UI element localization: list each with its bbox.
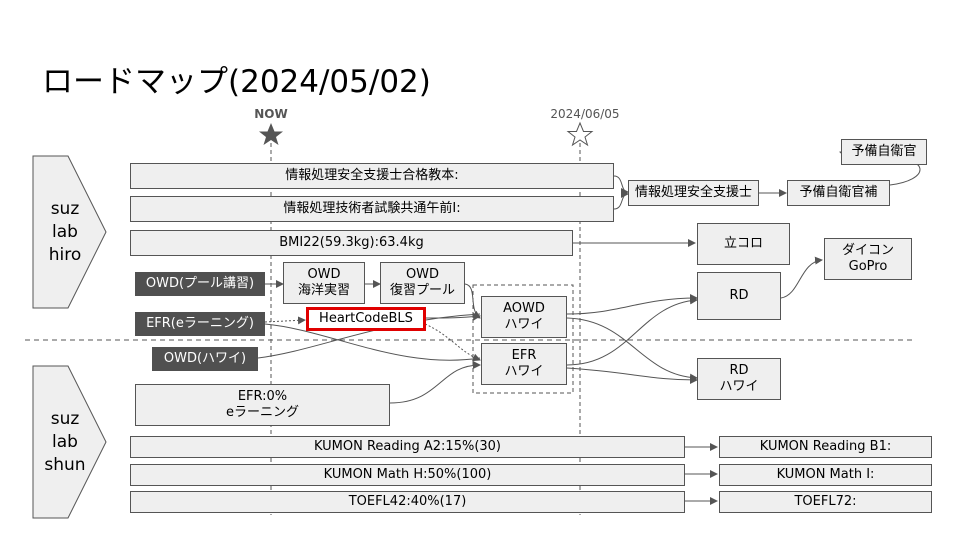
tatekoro-box: 立コロ	[697, 223, 790, 265]
kumon-math-i-box: KUMON Math I:	[719, 464, 932, 486]
owd-fukushu-box: OWD 復習プール	[380, 262, 465, 304]
rd-hawaii-box: RD ハワイ	[697, 358, 781, 400]
target-date-label: 2024/06/05	[550, 107, 620, 121]
efr-hawaii-box: EFR ハワイ	[481, 343, 567, 385]
joho-shienshi-box: 情報処理安全支援士	[628, 180, 759, 206]
kumon-reading-a2-box: KUMON Reading A2:15%(30)	[130, 436, 685, 458]
target-star-icon	[566, 121, 594, 147]
toefl42-box: TOEFL42:40%(17)	[130, 491, 685, 513]
rd-box: RD	[697, 272, 781, 320]
owd-hawaii-box: OWD(ハワイ)	[152, 347, 258, 371]
owd-pool-box: OWD(プール講習)	[135, 272, 265, 296]
person-shun: suz lab shun	[44, 408, 86, 475]
toefl72-box: TOEFL72:	[719, 491, 932, 513]
now-label: NOW	[254, 107, 288, 121]
daikon-gopro-box: ダイコン GoPro	[824, 238, 912, 280]
yobi-box: 予備自衛官	[841, 139, 927, 165]
kumon-math-h-box: KUMON Math H:50%(100)	[130, 464, 685, 486]
johoshori-shiken-box: 情報処理技術者試験共通午前I:	[130, 196, 614, 222]
now-star-icon	[259, 123, 283, 145]
person-hiro: suz lab hiro	[48, 198, 82, 265]
aowd-hawaii-box: AOWD ハワイ	[481, 296, 567, 338]
johoshori-kyouhon-box: 情報処理安全支援士合格教本:	[130, 163, 614, 189]
yobi-ho-box: 予備自衛官補	[787, 180, 890, 206]
kumon-reading-b1-box: KUMON Reading B1:	[719, 436, 932, 458]
efr-progress-box: EFR:0% eラーニング	[135, 384, 390, 426]
bmi-box: BMI22(59.3kg):63.4kg	[130, 230, 573, 256]
efr-elearning-box: EFR(eラーニング)	[135, 312, 265, 336]
heartcode-bls-box: HeartCodeBLS	[306, 307, 426, 331]
owd-kaiyo-box: OWD 海洋実習	[283, 262, 365, 304]
page-title: ロードマップ(2024/05/02)	[42, 64, 431, 100]
